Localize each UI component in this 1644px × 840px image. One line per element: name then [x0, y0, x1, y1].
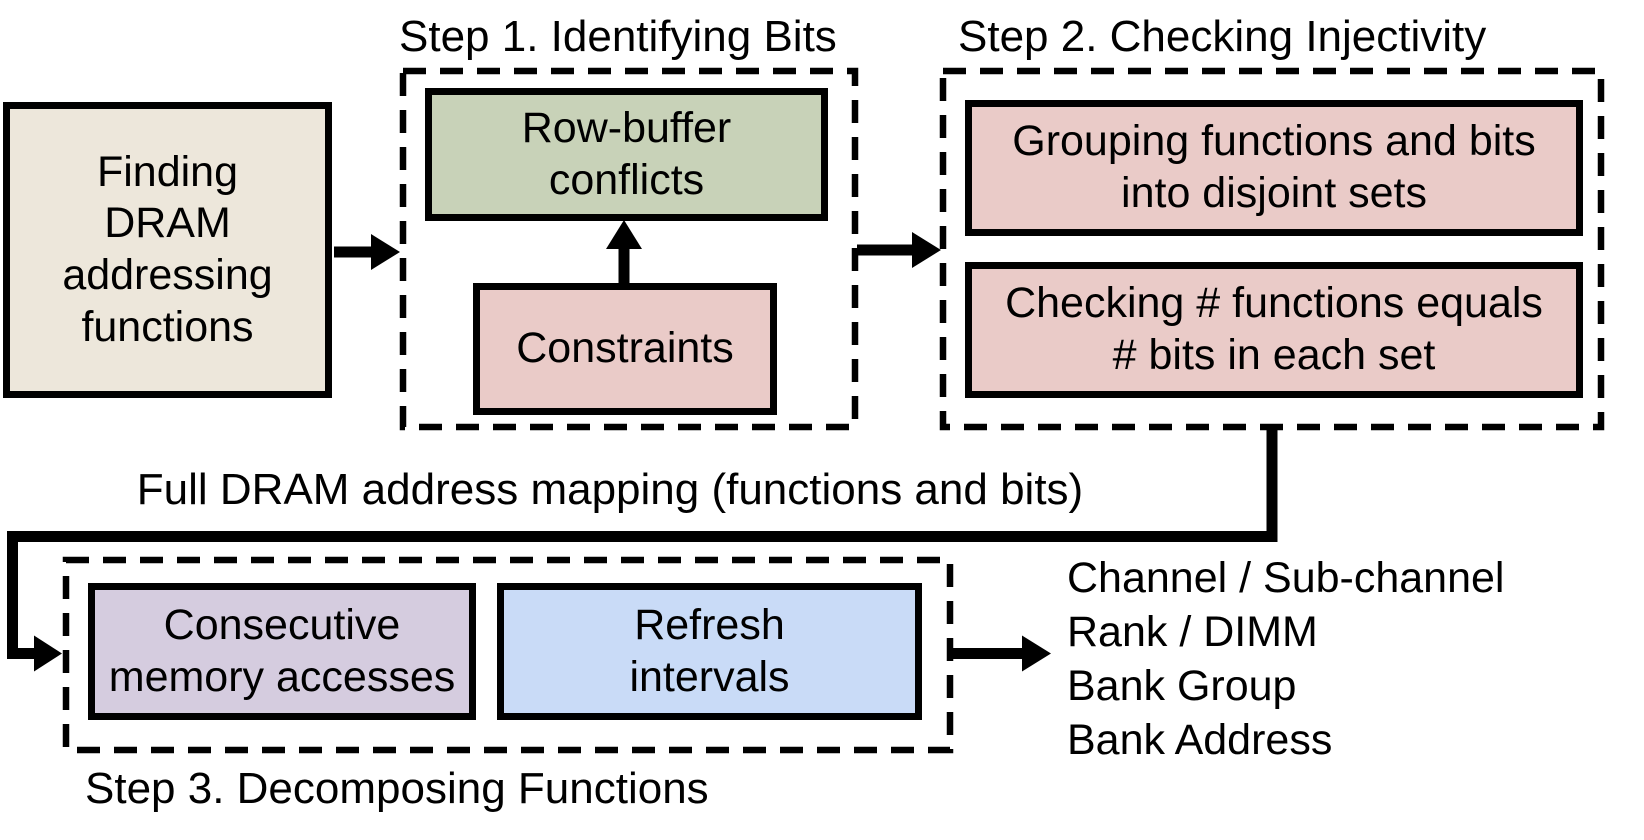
checking-line: # bits in each set [1112, 331, 1436, 379]
output-item: Channel / Sub-channel [1067, 554, 1505, 602]
arrow-finding-to-step1-head [371, 234, 400, 270]
step3-title: Step 3. Decomposing Functions [85, 764, 709, 813]
refresh-line: Refresh [634, 600, 785, 649]
finding-dram-line: addressing [62, 251, 273, 299]
grouping-line: Grouping functions and bits [1012, 117, 1536, 166]
finding-dram-line: DRAM [104, 199, 231, 248]
finding-dram-box: Finding DRAM addressing functions [3, 102, 332, 398]
step2-dashed-border [939, 67, 1605, 431]
constraints-label: Constraints [516, 324, 734, 373]
output-item: Bank Address [1067, 716, 1333, 764]
consecutive-line: memory accesses [108, 652, 456, 701]
consecutive-accesses-box: Consecutive memory accesses [88, 583, 476, 720]
finding-dram-line: functions [81, 302, 254, 351]
arrow-constraints-up-head [606, 220, 642, 249]
mapping-connector-line [7, 428, 1278, 659]
grouping-line: into disjoint sets [1121, 169, 1427, 217]
checking-functions-box: Checking # functions equals # bits in ea… [965, 262, 1583, 398]
arrow-step3-to-outputs-head [1022, 635, 1051, 672]
finding-dram-line: Finding [96, 147, 239, 196]
arrow-step1-to-step2-head [912, 232, 941, 268]
row-buffer-line: Row-buffer [521, 103, 732, 152]
consecutive-line: Consecutive [163, 600, 401, 649]
row-buffer-conflicts-box: Row-buffer conflicts [425, 88, 828, 221]
step1-title: Step 1. Identifying Bits [399, 12, 837, 61]
row-buffer-line: conflicts [548, 155, 705, 204]
full-mapping-label: Full DRAM address mapping (functions and… [136, 465, 1084, 514]
step3-dashed-border [62, 556, 954, 754]
step1-dashed-border [399, 67, 859, 431]
output-item: Rank / DIMM [1067, 608, 1318, 656]
checking-line: Checking # functions equals [1005, 279, 1543, 328]
mapping-connector-arrow-head [34, 635, 62, 672]
grouping-functions-box: Grouping functions and bits into disjoin… [965, 100, 1583, 236]
refresh-line: intervals [629, 652, 790, 701]
step2-title: Step 2. Checking Injectivity [958, 12, 1487, 61]
refresh-intervals-box: Refresh intervals [497, 583, 922, 720]
outputs-list: Channel / Sub-channel Rank / DIMM Bank G… [1067, 551, 1504, 767]
constraints-box: Constraints [473, 283, 777, 415]
output-item: Bank Group [1067, 662, 1297, 710]
